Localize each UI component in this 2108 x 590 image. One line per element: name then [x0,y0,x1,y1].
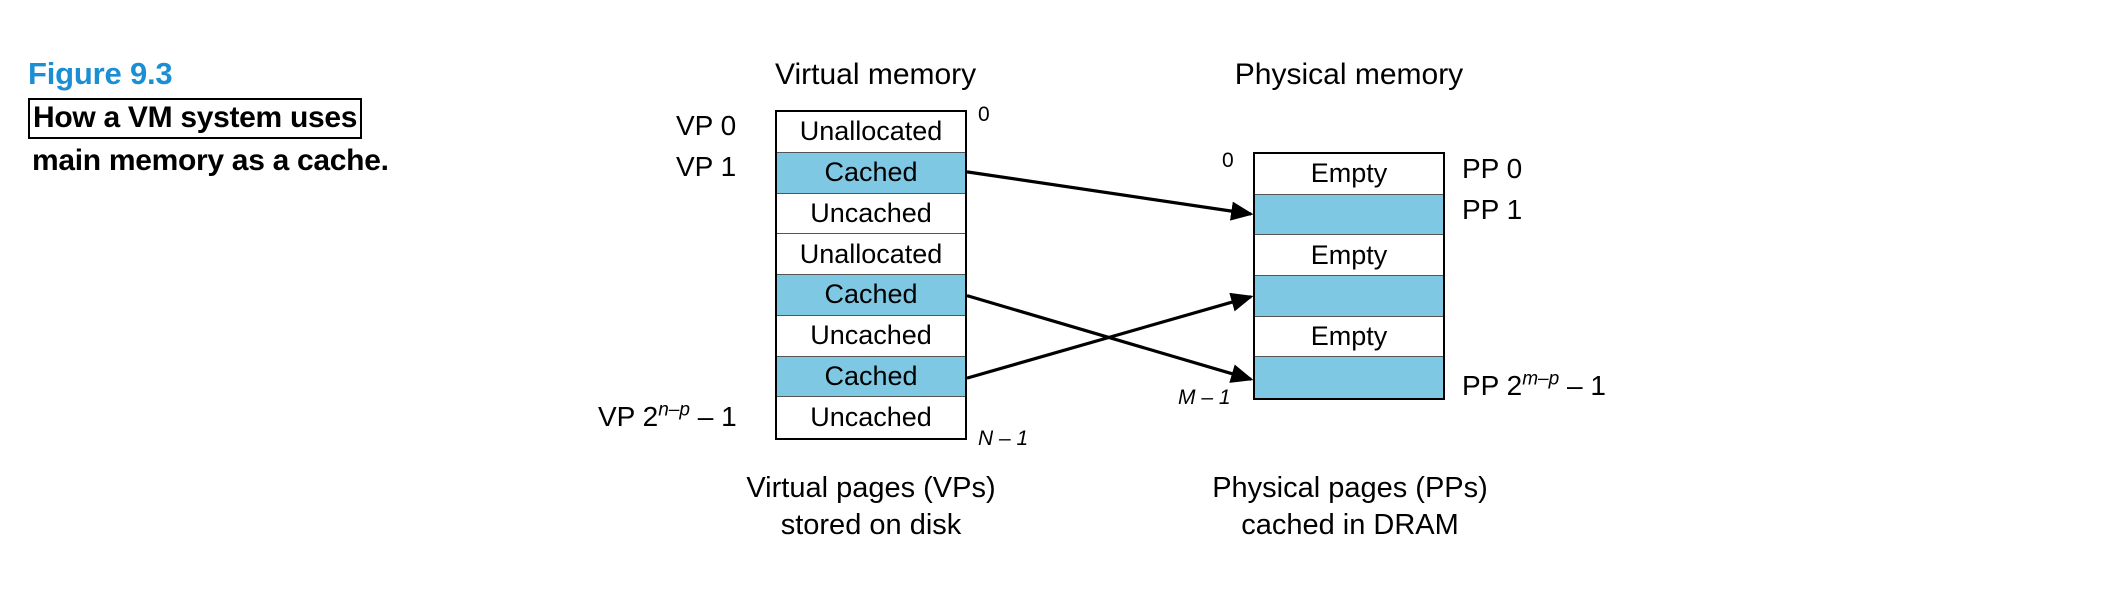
vm-row: Uncached [777,315,965,357]
vm-address-top: 0 [978,103,990,126]
virtual-memory-bottom-caption: Virtual pages (VPs) stored on disk [681,470,1061,544]
physical-memory-bottom-caption: Physical pages (PPs) cached in DRAM [1160,470,1540,544]
pm-bottom-caption-line-1: Physical pages (PPs) [1212,472,1488,504]
virtual-memory-heading: Virtual memory [775,58,977,91]
vm-row-label-vp1: VP 1 [676,151,737,182]
vm-row-label: Cached [824,360,918,391]
vm-row-label: Uncached [810,402,932,433]
pm-address-bottom: M – 1 [1178,386,1231,409]
pm-row: Empty [1255,316,1443,358]
pm-row-label: Empty [1310,320,1388,351]
vm-row-label: Cached [824,279,918,310]
vm-row-label-vp0: VP 0 [676,110,737,141]
pm-address-top: 0 [1222,149,1234,172]
pm-last-label-prefix: PP 2 [1462,370,1523,401]
pm-last-label-superscript: m–p [1522,368,1560,390]
figure-caption-line-1: How a VM system uses [28,97,363,140]
figure-caption-line-2: main memory as a cache. [32,144,389,178]
vm-last-label-prefix: VP 2 [598,401,659,432]
vm-row: Cached [777,356,965,398]
vm-row-label: Unallocated [799,238,943,269]
vm-row-label-vp-last: VP 2n–p – 1 [598,399,737,432]
mapping-arrow [966,294,1254,383]
vm-row: Uncached [777,193,965,235]
vm-row: Unallocated [777,234,965,275]
pm-row-label-pp-last: PP 2m–p – 1 [1462,368,1606,401]
figure-caption-block: Figure 9.3 How a VM system uses main mem… [28,56,498,179]
physical-memory-heading: Physical memory [1234,58,1464,91]
vm-row-label: Cached [824,157,918,188]
vm-row-label: Uncached [810,320,932,351]
pm-row [1255,275,1443,317]
pm-last-label-suffix: – 1 [1559,370,1606,401]
vm-bottom-caption-line-1: Virtual pages (VPs) [746,472,996,504]
pm-row [1255,357,1443,398]
pm-row-label: Empty [1310,239,1388,270]
vm-row: Uncached [777,397,965,438]
pm-row-label-pp0: PP 0 [1462,153,1523,184]
pm-row: Empty [1255,235,1443,276]
mapping-arrow [966,170,1254,221]
vm-bottom-caption-line-2: stored on disk [780,509,962,542]
pm-bottom-caption-line-2: cached in DRAM [1241,509,1459,542]
figure-number: Figure 9.3 [28,56,173,91]
vm-row-label: Unallocated [799,116,943,147]
pm-row [1255,194,1443,236]
vm-address-bottom: N – 1 [978,427,1029,450]
pm-row: Empty [1255,154,1443,195]
vm-row: Cached [777,152,965,194]
vm-last-label-suffix: – 1 [689,401,737,432]
pm-row-label: Empty [1310,158,1388,189]
vm-row: Cached [777,275,965,316]
vm-row: Unallocated [777,112,965,153]
mapping-arrow [966,292,1254,380]
vm-last-label-superscript: n–p [658,399,690,421]
vm-row-label: Uncached [810,197,932,228]
pm-row-label-pp1: PP 1 [1462,194,1523,225]
